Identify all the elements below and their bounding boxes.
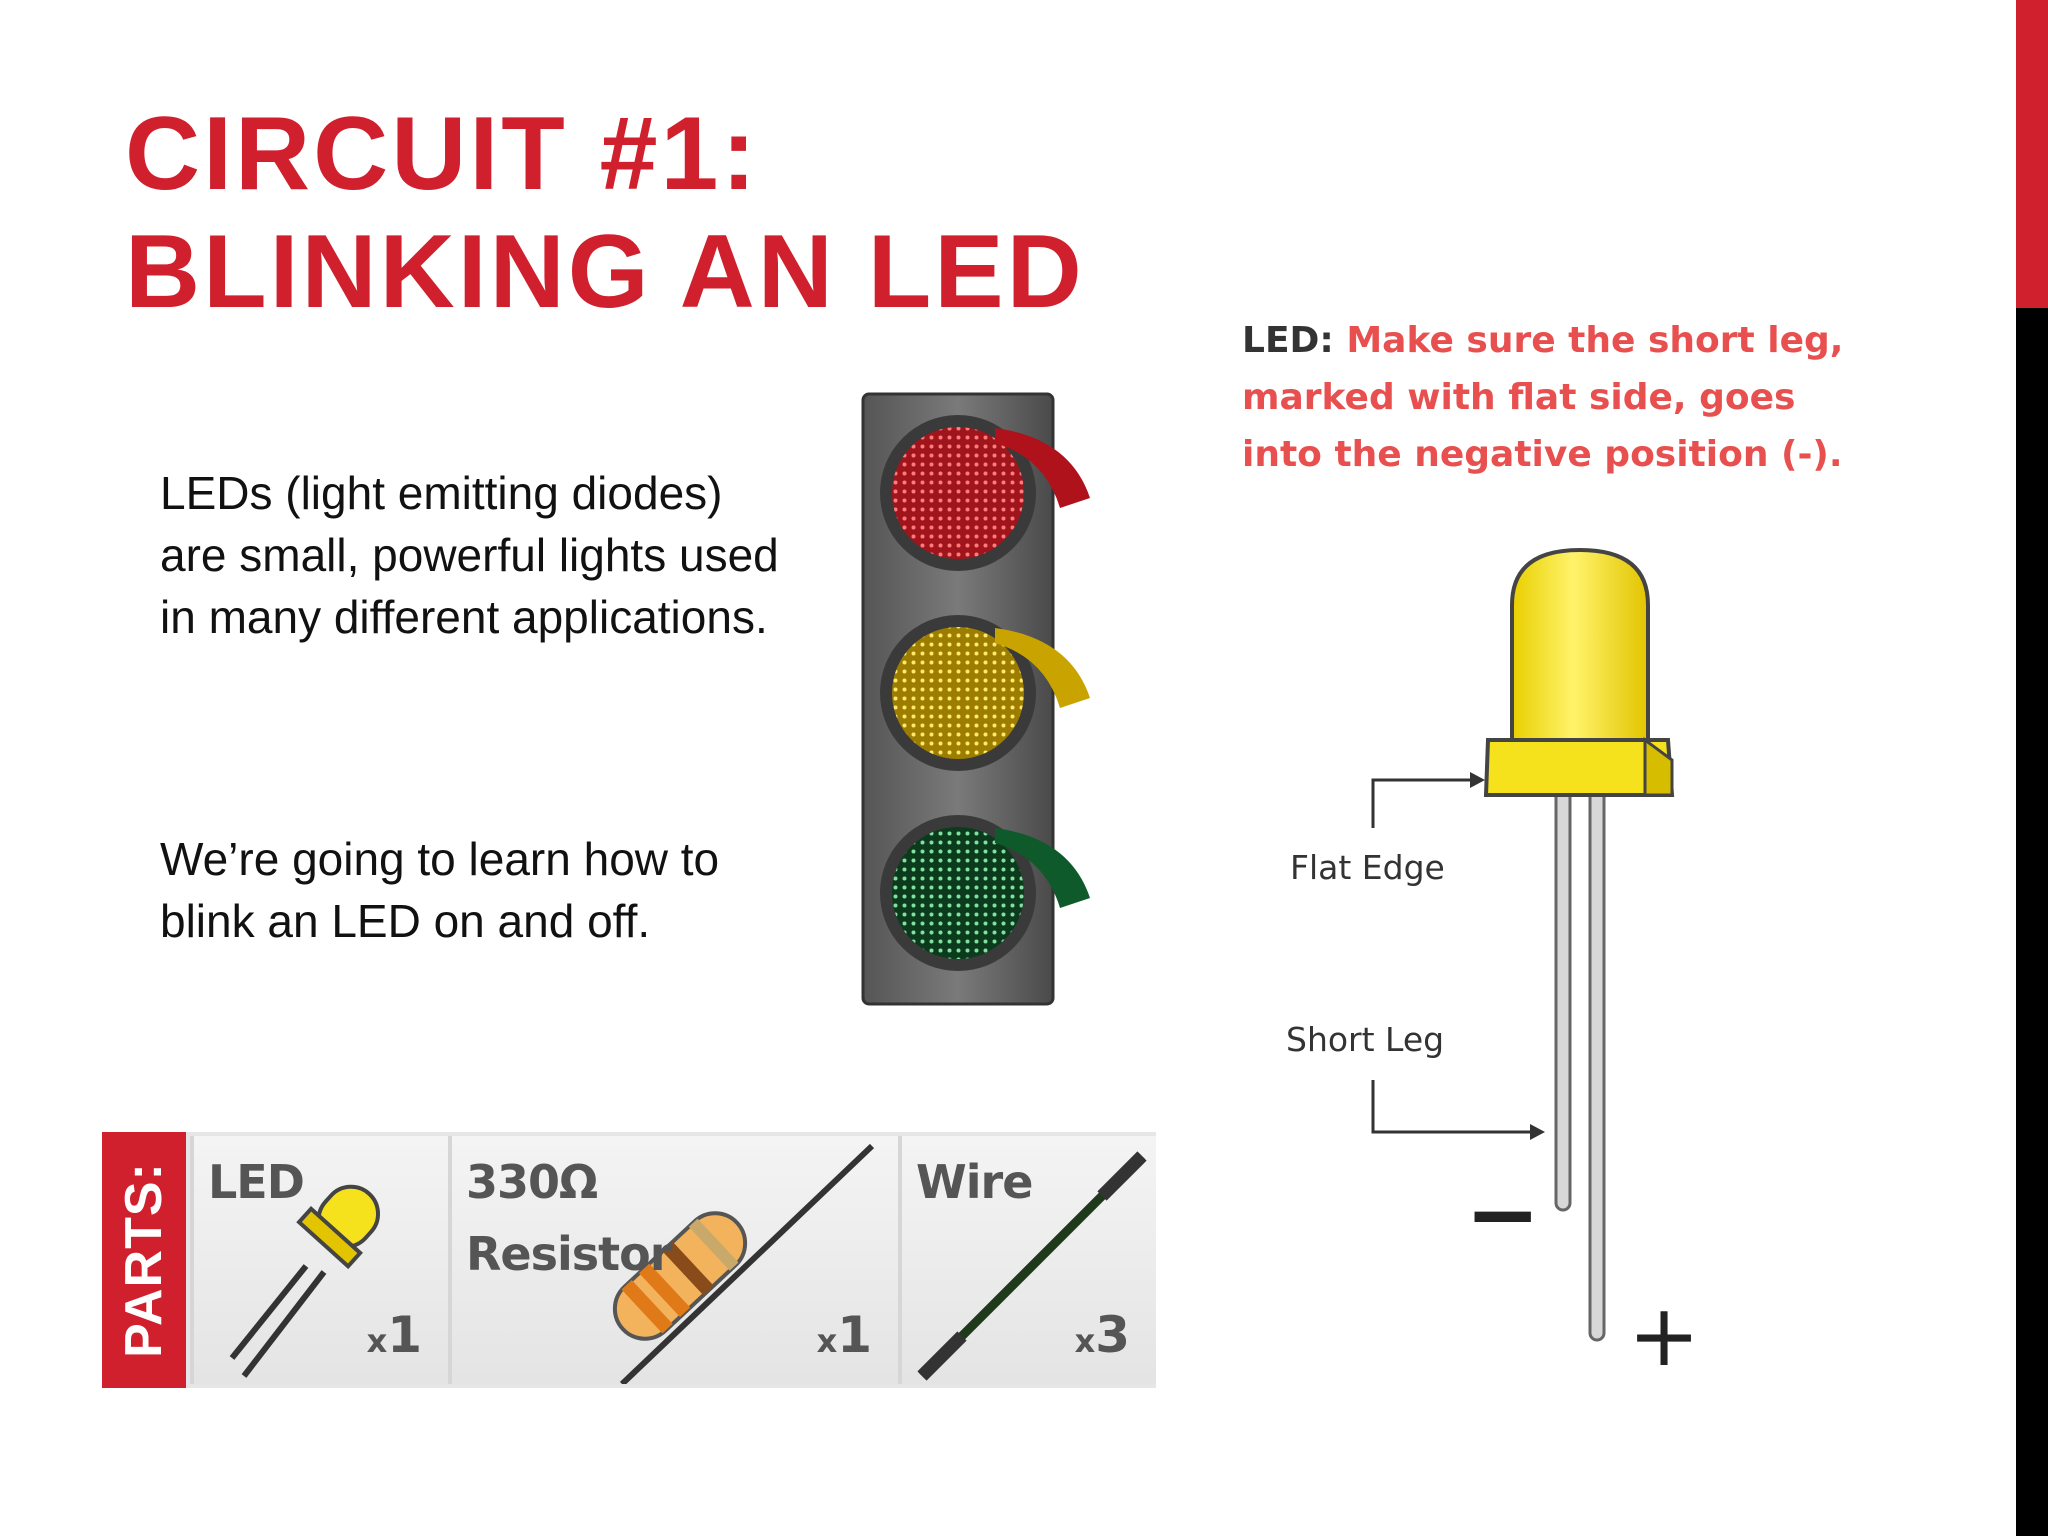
led-part-icon (229, 1184, 381, 1378)
part-quantity: x3 (1074, 1306, 1130, 1364)
part-name: 330Ω Resistor (466, 1155, 672, 1281)
flat-edge-arrow (1371, 772, 1485, 828)
green-lamp (880, 815, 1090, 971)
part-name: LED (208, 1155, 305, 1209)
led-leg-long (1588, 778, 1606, 1342)
parts-tab: PARTS: (102, 1132, 186, 1388)
traffic-light-image (861, 392, 1090, 1006)
resistor-part-icon (612, 1143, 875, 1384)
plus-sign: + (1628, 1286, 1700, 1380)
part-resistor: 330Ω Resistor x1 (448, 1136, 898, 1384)
edge-accent-black (2016, 308, 2048, 1536)
part-name: Wire (916, 1155, 1033, 1209)
led-diagram: − + (1371, 547, 1700, 1380)
part-wire: Wire x3 (898, 1136, 1156, 1384)
parts-list: PARTS: LED x1 330Ω (102, 1132, 1156, 1388)
part-quantity: x1 (366, 1306, 422, 1364)
short-leg-arrow (1371, 1080, 1545, 1140)
edge-accent-red (2016, 0, 2048, 308)
led-orientation-note: LED: Make sure the short leg, marked wit… (1242, 312, 1882, 483)
slide-title: CIRCUIT #1: BLINKING AN LED (125, 95, 1085, 331)
short-leg-label: Short Leg (1286, 1020, 1445, 1059)
goal-paragraph: We’re going to learn how to blink an LED… (160, 833, 720, 947)
wire-part-icon (917, 1151, 1147, 1381)
slide-title-line2: BLINKING AN LED (125, 214, 1085, 330)
part-quantity: x1 (816, 1306, 872, 1364)
led-note-label: LED: (1242, 320, 1334, 361)
slide-title-line1: CIRCUIT #1: (125, 96, 759, 212)
led-body (1483, 547, 1675, 797)
parts-tab-label: PARTS: (115, 1162, 173, 1358)
led-leg-short (1554, 778, 1572, 1212)
minus-sign: − (1465, 1162, 1540, 1267)
yellow-lamp (880, 615, 1090, 771)
led-note-text: Make sure the short leg, marked with fla… (1242, 320, 1844, 475)
flat-edge-label: Flat Edge (1290, 848, 1445, 887)
red-lamp (880, 415, 1090, 571)
part-led: LED x1 (190, 1136, 448, 1384)
intro-paragraph: LEDs (light emitting diodes) are small, … (160, 467, 779, 643)
